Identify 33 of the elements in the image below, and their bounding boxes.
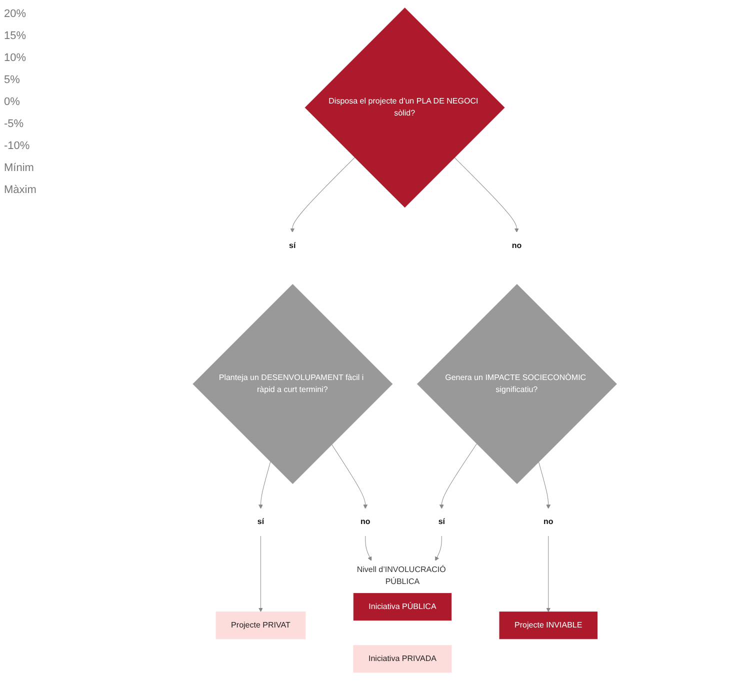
node-text: sí <box>258 518 264 526</box>
node-box: Iniciativa PÚBLICA <box>354 593 452 621</box>
node-box: Projecte INVIABLE <box>499 612 598 640</box>
arrow <box>258 462 271 509</box>
axis-tick-label: -5% <box>4 118 25 130</box>
node-text: no <box>360 518 370 526</box>
node-diamond: Planteja un DESENVOLUPAMENT fàcil i ràpid a curt termini? <box>192 284 393 484</box>
node-text: Nivell d’INVOLUCRACIÓ PÚBLICA <box>357 565 446 586</box>
arrow <box>258 536 264 612</box>
axis-tick-label: 10% <box>4 52 28 64</box>
node-diamond: Genera un IMPACTE SOCIECONÒMIC significatiu? <box>417 284 618 484</box>
arrow <box>290 157 356 233</box>
axis-tick-label: Màxim <box>4 184 38 196</box>
node-text: no <box>512 241 522 250</box>
arrow <box>365 536 372 561</box>
arrow <box>332 444 368 509</box>
node-text: no <box>544 518 554 526</box>
axis-tick-label: Mínim <box>4 162 35 174</box>
arrow <box>454 157 520 233</box>
node-box: Iniciativa PRIVADA <box>353 645 452 673</box>
node-text: sí <box>289 241 296 250</box>
arrow <box>538 462 551 509</box>
node-text: sí <box>438 518 446 526</box>
axis-tick-label: 5% <box>4 74 21 86</box>
node-box: Projecte PRIVAT <box>216 612 306 640</box>
axis-tick-label: -10% <box>4 140 31 152</box>
axis-tick-label: 15% <box>4 30 28 42</box>
axis-tick-label: 20% <box>4 8 28 20</box>
arrow <box>440 444 478 509</box>
arrow <box>435 536 442 561</box>
node-diamond: Disposa el projecte d’un PLA DE NEGOCI sòlid? <box>305 8 505 208</box>
arrow <box>546 536 551 612</box>
axis-tick-label: 0% <box>4 96 21 108</box>
